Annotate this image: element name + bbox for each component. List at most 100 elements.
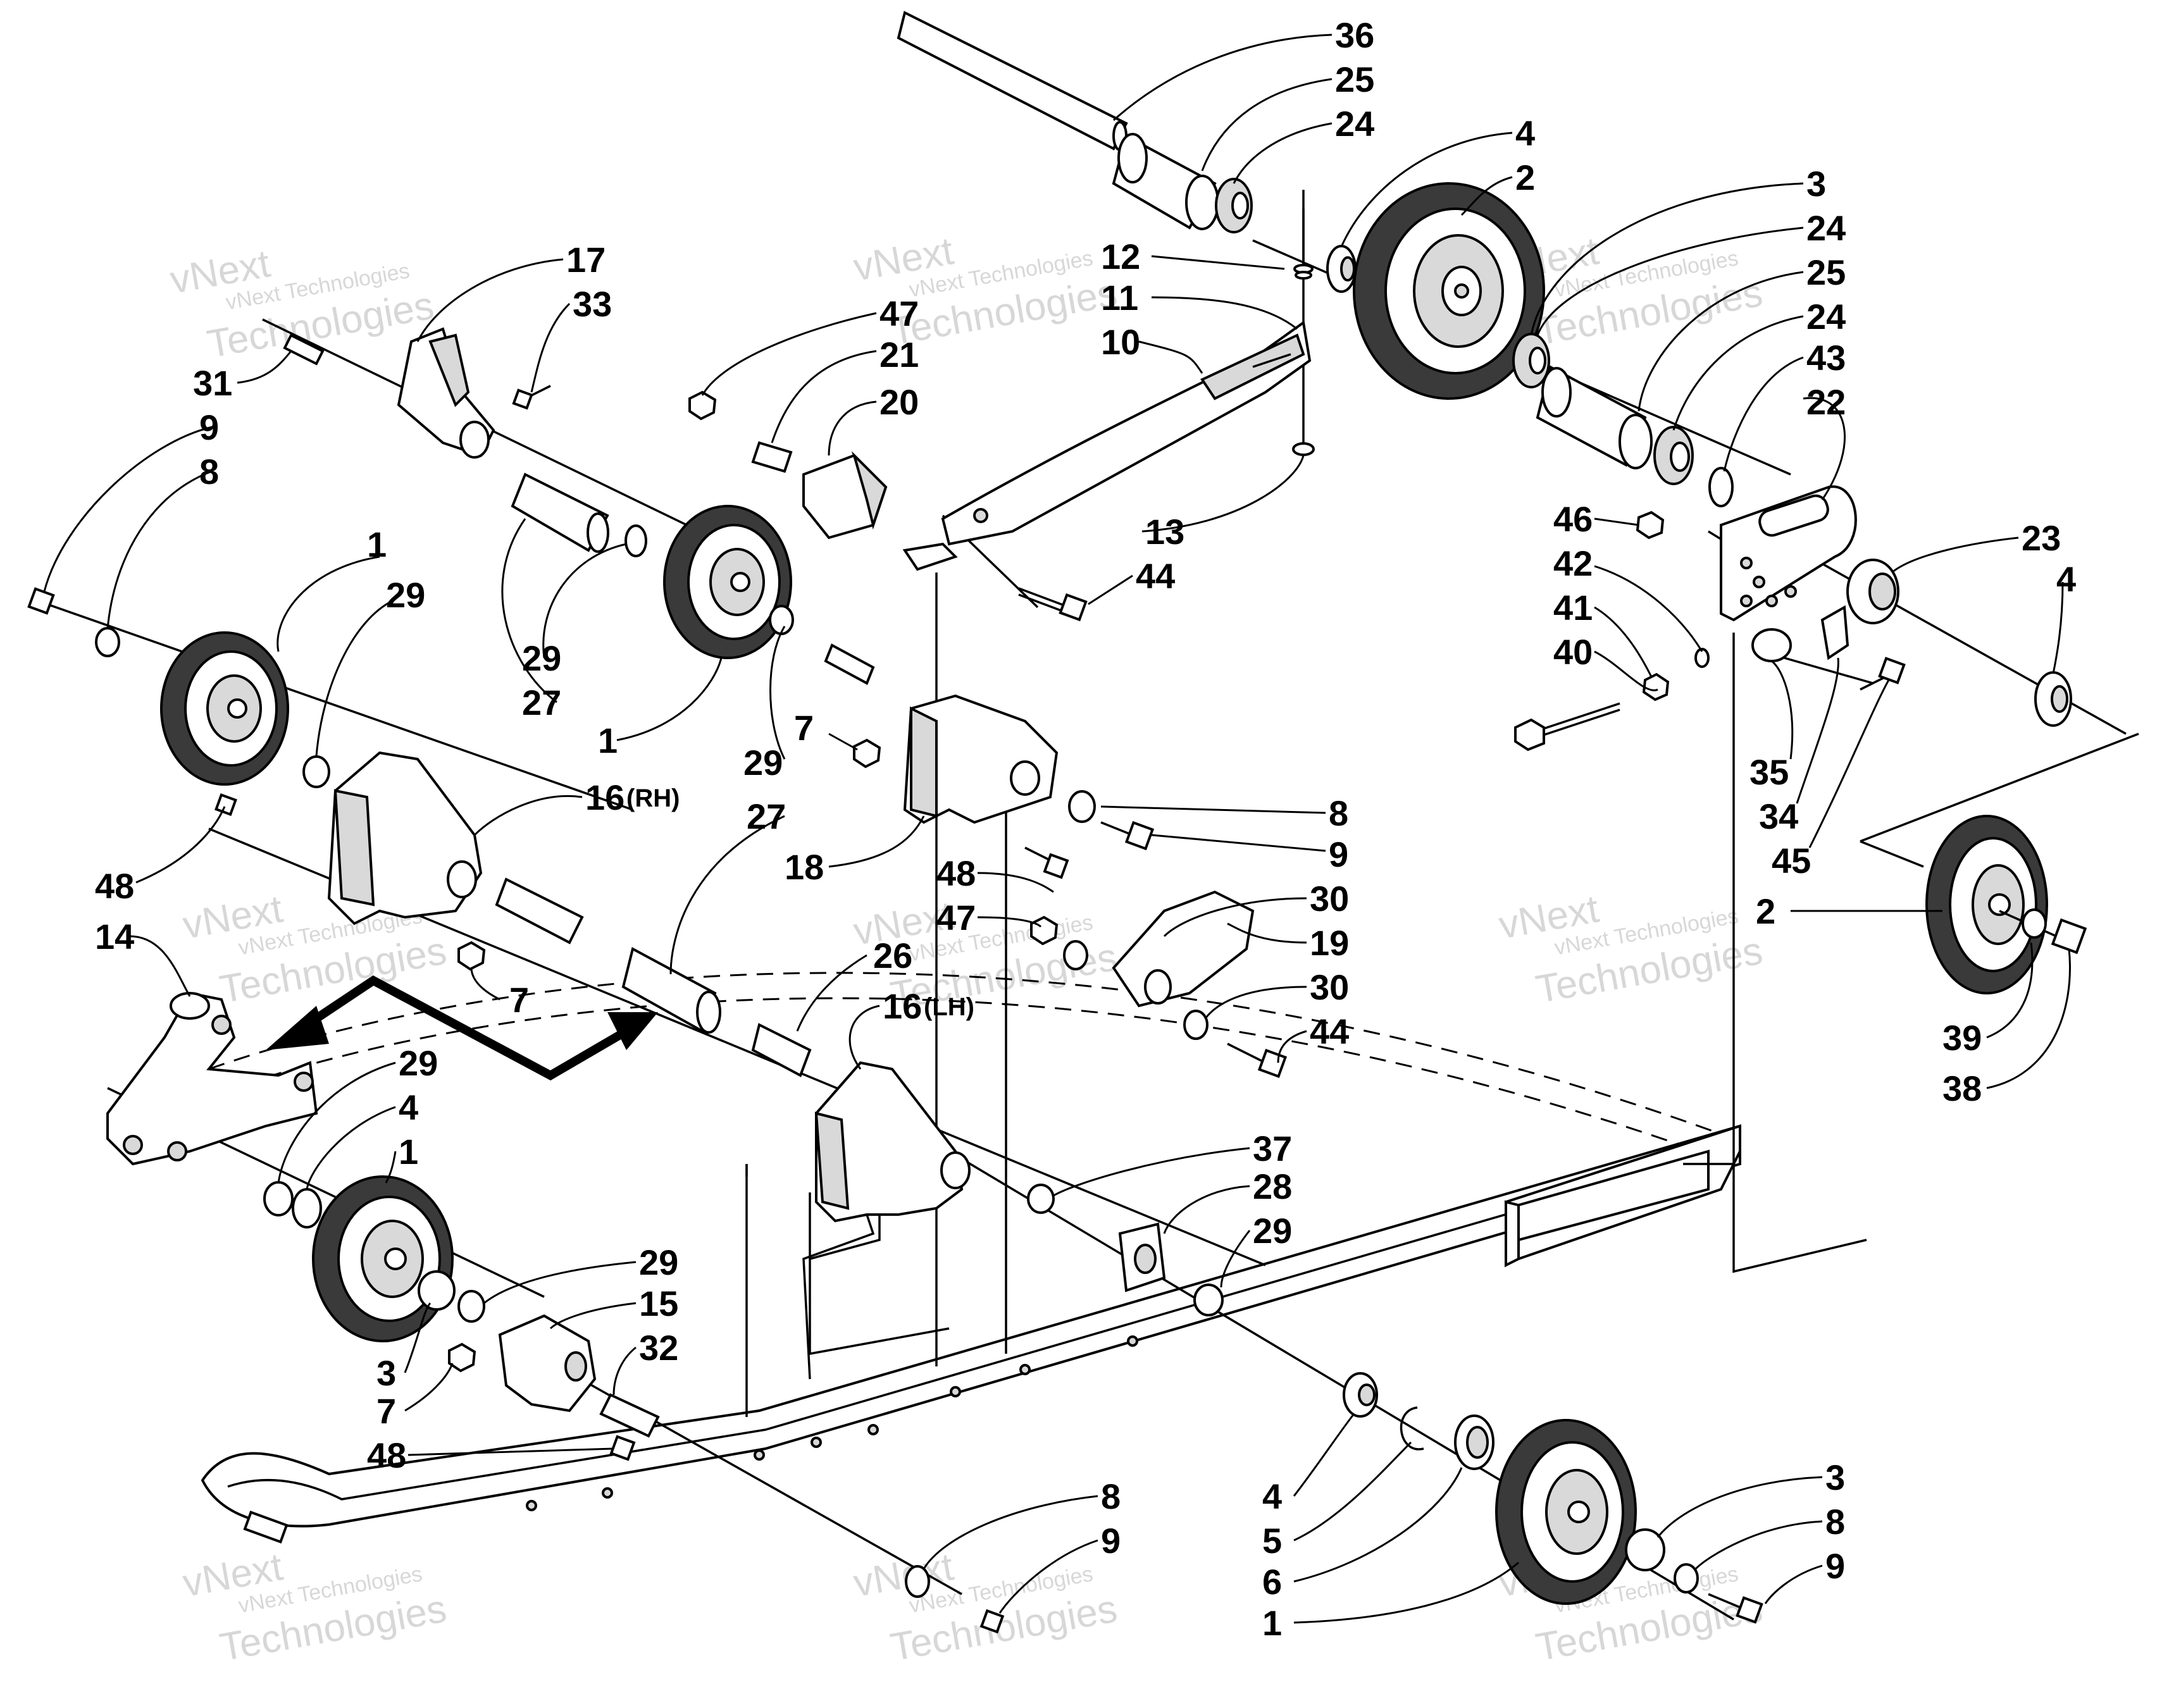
callout-label: 47 bbox=[936, 898, 976, 938]
part-spacer-27 bbox=[621, 947, 721, 1034]
callout-label: 26 bbox=[873, 936, 912, 975]
callout-label: 7 bbox=[509, 980, 529, 1020]
callout-label: 30 bbox=[1310, 967, 1349, 1007]
part-washer-4 bbox=[2034, 671, 2072, 727]
callout-label: 1 bbox=[367, 524, 387, 564]
part-bracket-15 bbox=[498, 1314, 597, 1413]
callout-label: 8 bbox=[199, 452, 219, 492]
part-nut-7 bbox=[457, 941, 486, 971]
callout-label: 11 bbox=[1101, 278, 1138, 318]
callout-label: 34 bbox=[1759, 796, 1798, 836]
part-bolt-9 bbox=[1708, 1593, 1763, 1624]
callout-label: (RH) bbox=[626, 784, 680, 812]
part-nut-7 bbox=[448, 1342, 476, 1373]
callout-label: 31 bbox=[193, 363, 232, 403]
callout-label: 20 bbox=[879, 382, 919, 422]
part-washer-43 bbox=[1708, 467, 1734, 507]
part-nut-47 bbox=[1030, 915, 1059, 946]
part-wheel-1 bbox=[1495, 1419, 1637, 1605]
callout-label: 12 bbox=[1101, 237, 1140, 276]
callout-labels: 36 25 24 4 2 3 24 25 24 43 22 12 11 10 1… bbox=[95, 15, 2076, 1643]
callout-label: 3 bbox=[1806, 164, 1826, 204]
callout-label: 9 bbox=[1101, 1521, 1121, 1561]
part-wheel-1 bbox=[160, 631, 289, 786]
watermark: vNext vNext Technologies Technologies bbox=[1496, 887, 1766, 1012]
part-washer-3 bbox=[418, 1270, 456, 1311]
part-bolt-44 bbox=[1227, 1043, 1288, 1079]
callout-label: 4 bbox=[2056, 559, 2076, 599]
part-bearing-6 bbox=[1454, 1414, 1494, 1470]
part-bolt-48 bbox=[214, 793, 237, 816]
part-bushing-24 bbox=[1215, 178, 1253, 233]
callout-label: 1 bbox=[1262, 1603, 1282, 1643]
callout-label: 27 bbox=[747, 796, 786, 836]
callout-label: 33 bbox=[573, 284, 612, 324]
callout-label: 30 bbox=[1310, 879, 1349, 919]
part-bushing-21 bbox=[751, 441, 793, 473]
part-bracket-16-rh bbox=[327, 751, 483, 925]
part-arm-10 bbox=[941, 320, 1312, 546]
part-spacer-27 bbox=[511, 473, 609, 553]
callout-label: 28 bbox=[1253, 1167, 1292, 1206]
rail-holes bbox=[526, 1335, 1138, 1511]
callout-label: 46 bbox=[1553, 499, 1593, 539]
part-block-28 bbox=[1118, 1222, 1166, 1292]
direction-arrow bbox=[266, 975, 658, 1081]
part-nut-7 bbox=[853, 738, 881, 769]
part-pin bbox=[824, 643, 875, 685]
callout-label: 47 bbox=[879, 294, 919, 333]
part-washer-8 bbox=[1674, 1563, 1699, 1594]
part-bolt-48 bbox=[609, 1435, 636, 1461]
callout-label: 29 bbox=[1253, 1211, 1292, 1251]
part-washer-42 bbox=[1694, 648, 1710, 668]
part-shaft-36 bbox=[897, 11, 1128, 151]
part-washer-29 bbox=[263, 1181, 294, 1216]
callout-label: 19 bbox=[1310, 923, 1349, 963]
callout-label: 8 bbox=[1329, 793, 1348, 833]
part-bolt-45 bbox=[1860, 657, 1906, 691]
callout-label: 25 bbox=[1335, 59, 1374, 99]
part-bushing-35 bbox=[1751, 628, 1792, 662]
callout-label: 15 bbox=[639, 1284, 678, 1323]
callout-label: 44 bbox=[1310, 1012, 1349, 1051]
callout-label: 8 bbox=[1101, 1476, 1121, 1516]
part-arm-14 bbox=[106, 991, 318, 1166]
callout-label: 48 bbox=[367, 1435, 406, 1475]
callout-label: 7 bbox=[376, 1391, 396, 1431]
callout-label: 29 bbox=[522, 638, 561, 678]
callout-label: 13 bbox=[1145, 512, 1184, 552]
callout-label: 44 bbox=[1136, 556, 1175, 596]
part-plate-22 bbox=[1720, 485, 1857, 622]
part-washer-3 bbox=[1625, 1528, 1665, 1571]
part-bushing-26 bbox=[751, 1023, 812, 1077]
callout-label: 7 bbox=[794, 708, 814, 748]
callout-label: 1 bbox=[598, 721, 618, 760]
part-washer-30 bbox=[1183, 1010, 1209, 1040]
callout-label: 22 bbox=[1806, 382, 1846, 422]
part-washer-8 bbox=[905, 1565, 930, 1598]
part-washer-8 bbox=[95, 627, 120, 657]
callout-label: 29 bbox=[399, 1043, 438, 1083]
watermark: vNext vNext Technologies Technologies bbox=[180, 1545, 450, 1669]
callout-label: 2 bbox=[1756, 891, 1775, 931]
callout-label: 21 bbox=[879, 335, 919, 374]
part-bushing-23 bbox=[1846, 559, 1899, 624]
part-bumper-19 bbox=[1112, 890, 1255, 1008]
callout-label: 39 bbox=[1942, 1018, 1982, 1058]
callout-label: 24 bbox=[1335, 104, 1374, 144]
part-washer-4 bbox=[1343, 1372, 1378, 1418]
part-pin-12 bbox=[1293, 209, 1314, 280]
part-washer-4 bbox=[1326, 245, 1357, 293]
callout-label: 37 bbox=[1253, 1129, 1292, 1168]
callout-label: (LH) bbox=[924, 993, 974, 1021]
part-bolt-33 bbox=[512, 385, 551, 410]
callout-label: 9 bbox=[1825, 1546, 1845, 1586]
part-wheel-1 bbox=[663, 505, 792, 659]
part-washer-29 bbox=[769, 605, 794, 635]
part-washer-13 bbox=[1292, 442, 1315, 456]
callout-label: 29 bbox=[743, 743, 783, 783]
callout-label: 3 bbox=[376, 1353, 396, 1393]
callout-label: 48 bbox=[936, 853, 976, 893]
part-nut-47 bbox=[688, 390, 717, 421]
part-bolt-40 bbox=[1514, 702, 1620, 752]
